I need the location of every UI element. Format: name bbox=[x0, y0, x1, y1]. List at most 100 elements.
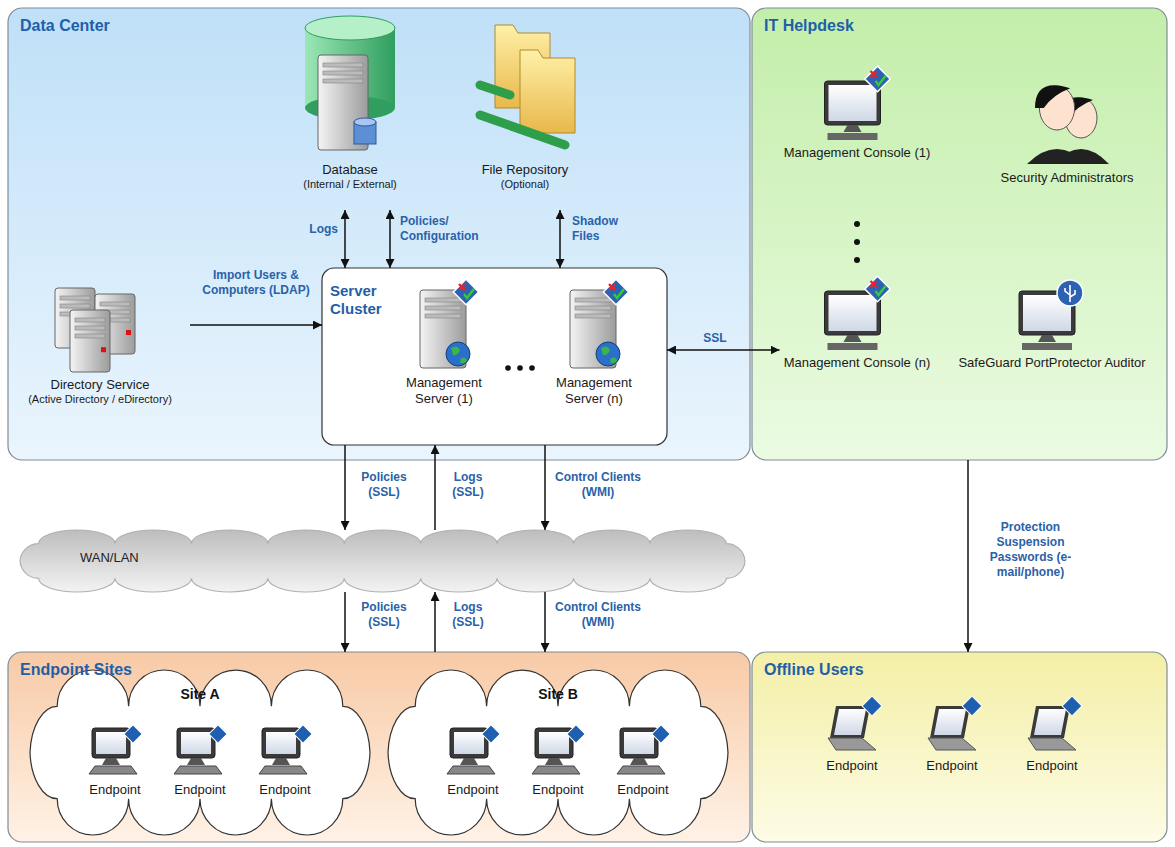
management-server: Management Server (n) bbox=[540, 278, 648, 438]
site-cloud: Site AEndpointEndpointEndpoint bbox=[30, 670, 370, 835]
server-cluster-box-shape bbox=[322, 268, 667, 445]
node-icon bbox=[10, 280, 190, 375]
connector-arrow bbox=[344, 445, 346, 530]
database-node: Database(Internal / External) bbox=[270, 10, 430, 210]
node-icon bbox=[160, 722, 240, 780]
node-label: Endpoint bbox=[807, 758, 897, 774]
ellipsis-dot bbox=[854, 239, 860, 245]
database-cylinder-top bbox=[305, 16, 395, 40]
monitor-stand bbox=[460, 758, 478, 765]
laptop-display bbox=[834, 709, 866, 735]
endpoint-diamond bbox=[862, 696, 882, 716]
monitor-screen bbox=[96, 732, 126, 754]
monitor-frame bbox=[177, 728, 215, 758]
connector-arrow bbox=[544, 445, 546, 530]
laptop-screen bbox=[930, 706, 970, 738]
region-title: Server Cluster bbox=[330, 282, 388, 318]
node-label: Endpoint bbox=[1007, 758, 1097, 774]
monitor-stand bbox=[843, 335, 861, 342]
monitor-stand bbox=[545, 758, 563, 765]
node-icon bbox=[782, 63, 932, 143]
drive-slot bbox=[60, 304, 90, 308]
monitor-stand bbox=[187, 758, 205, 765]
monitor-frame bbox=[535, 728, 573, 758]
node-label: Endpoint bbox=[160, 782, 240, 798]
node-label: Endpoint bbox=[907, 758, 997, 774]
status-badge bbox=[864, 66, 889, 91]
auditor-console: SafeGuard PortProtector Auditor bbox=[954, 273, 1150, 408]
endpoint: Endpoint bbox=[433, 722, 513, 812]
node-icon bbox=[907, 694, 997, 756]
connector-label: Policies (SSL) bbox=[353, 600, 415, 630]
endpoint: Endpoint bbox=[518, 722, 598, 812]
person-hair bbox=[1035, 85, 1070, 108]
folder-pipe bbox=[480, 115, 565, 145]
management-server: Management Server (1) bbox=[390, 278, 498, 438]
drive-slot bbox=[75, 318, 105, 322]
drive-slot bbox=[425, 314, 461, 318]
node-sublabel: (Active Directory / eDirectory) bbox=[10, 393, 190, 406]
badge-check bbox=[614, 289, 624, 298]
connector-label: Control Clients (WMI) bbox=[553, 600, 643, 630]
endpoint-diamond bbox=[294, 725, 312, 743]
monitor-frame bbox=[824, 81, 880, 125]
monitor-frame bbox=[620, 728, 658, 758]
drive-slot bbox=[575, 298, 611, 302]
server-cluster-box: Server ClusterManagement Server (1) Manag… bbox=[322, 268, 667, 445]
badge-cross bbox=[870, 281, 876, 287]
keyboard bbox=[174, 766, 222, 774]
endpoint: Endpoint bbox=[807, 694, 897, 794]
globe-land bbox=[451, 346, 467, 363]
region-title: WAN/LAN bbox=[80, 550, 745, 566]
monitor-screen bbox=[454, 732, 484, 754]
node-icon bbox=[440, 10, 610, 160]
monitor-screen bbox=[828, 85, 876, 121]
connector-arrow bbox=[344, 210, 346, 268]
monitor-screen bbox=[181, 732, 211, 754]
laptop-base bbox=[828, 738, 876, 750]
monitor-screen bbox=[828, 295, 876, 331]
endpoint-diamond bbox=[124, 725, 142, 743]
server-tower bbox=[70, 310, 110, 372]
node-icon bbox=[390, 278, 498, 373]
keyboard bbox=[259, 766, 307, 774]
server-lamp bbox=[126, 330, 131, 335]
monitor-stand bbox=[102, 758, 120, 765]
connector-label: Control Clients (WMI) bbox=[553, 470, 643, 500]
connector-label: Logs bbox=[290, 222, 338, 237]
offline-users-region: Offline UsersEndpointEndpointEndpoint bbox=[752, 652, 1167, 842]
endpoint: Endpoint bbox=[160, 722, 240, 812]
node-label: Directory Service bbox=[10, 377, 190, 393]
node-icon bbox=[1007, 694, 1097, 756]
connector-label: Policies (SSL) bbox=[353, 470, 415, 500]
node-icon bbox=[987, 68, 1147, 168]
wan-lan-cloud: WAN/LAN bbox=[20, 530, 745, 592]
badge-check bbox=[875, 76, 885, 85]
management-console: Management Console (n) bbox=[780, 273, 935, 408]
node-label: Management Server (1) bbox=[390, 375, 498, 406]
globe bbox=[446, 342, 470, 366]
endpoint-diamond bbox=[567, 725, 585, 743]
monitor-frame bbox=[450, 728, 488, 758]
security-administrators: Security Administrators bbox=[987, 68, 1147, 208]
data-center-region-shape bbox=[8, 8, 750, 460]
drive-slot bbox=[100, 302, 130, 306]
status-badge bbox=[864, 276, 889, 301]
node-label: Endpoint bbox=[518, 782, 598, 798]
endpoint: Endpoint bbox=[1007, 694, 1097, 794]
wan-lan-cloud-shape bbox=[20, 530, 745, 592]
monitor-stand bbox=[630, 758, 648, 765]
node-icon bbox=[807, 694, 897, 756]
laptop-display bbox=[1034, 709, 1066, 735]
node-label: Endpoint bbox=[433, 782, 513, 798]
ellipsis-dot bbox=[854, 257, 860, 263]
keyboard bbox=[827, 343, 877, 350]
globe bbox=[596, 342, 620, 366]
monitor-stand bbox=[1038, 335, 1056, 342]
node-sublabel: (Internal / External) bbox=[270, 178, 430, 191]
node-label: Management Console (n) bbox=[780, 355, 935, 371]
usb-badge bbox=[1057, 280, 1083, 306]
drive-slot bbox=[75, 326, 105, 330]
it-helpdesk-region: IT HelpdeskManagement Console (1)Securit… bbox=[752, 8, 1167, 460]
